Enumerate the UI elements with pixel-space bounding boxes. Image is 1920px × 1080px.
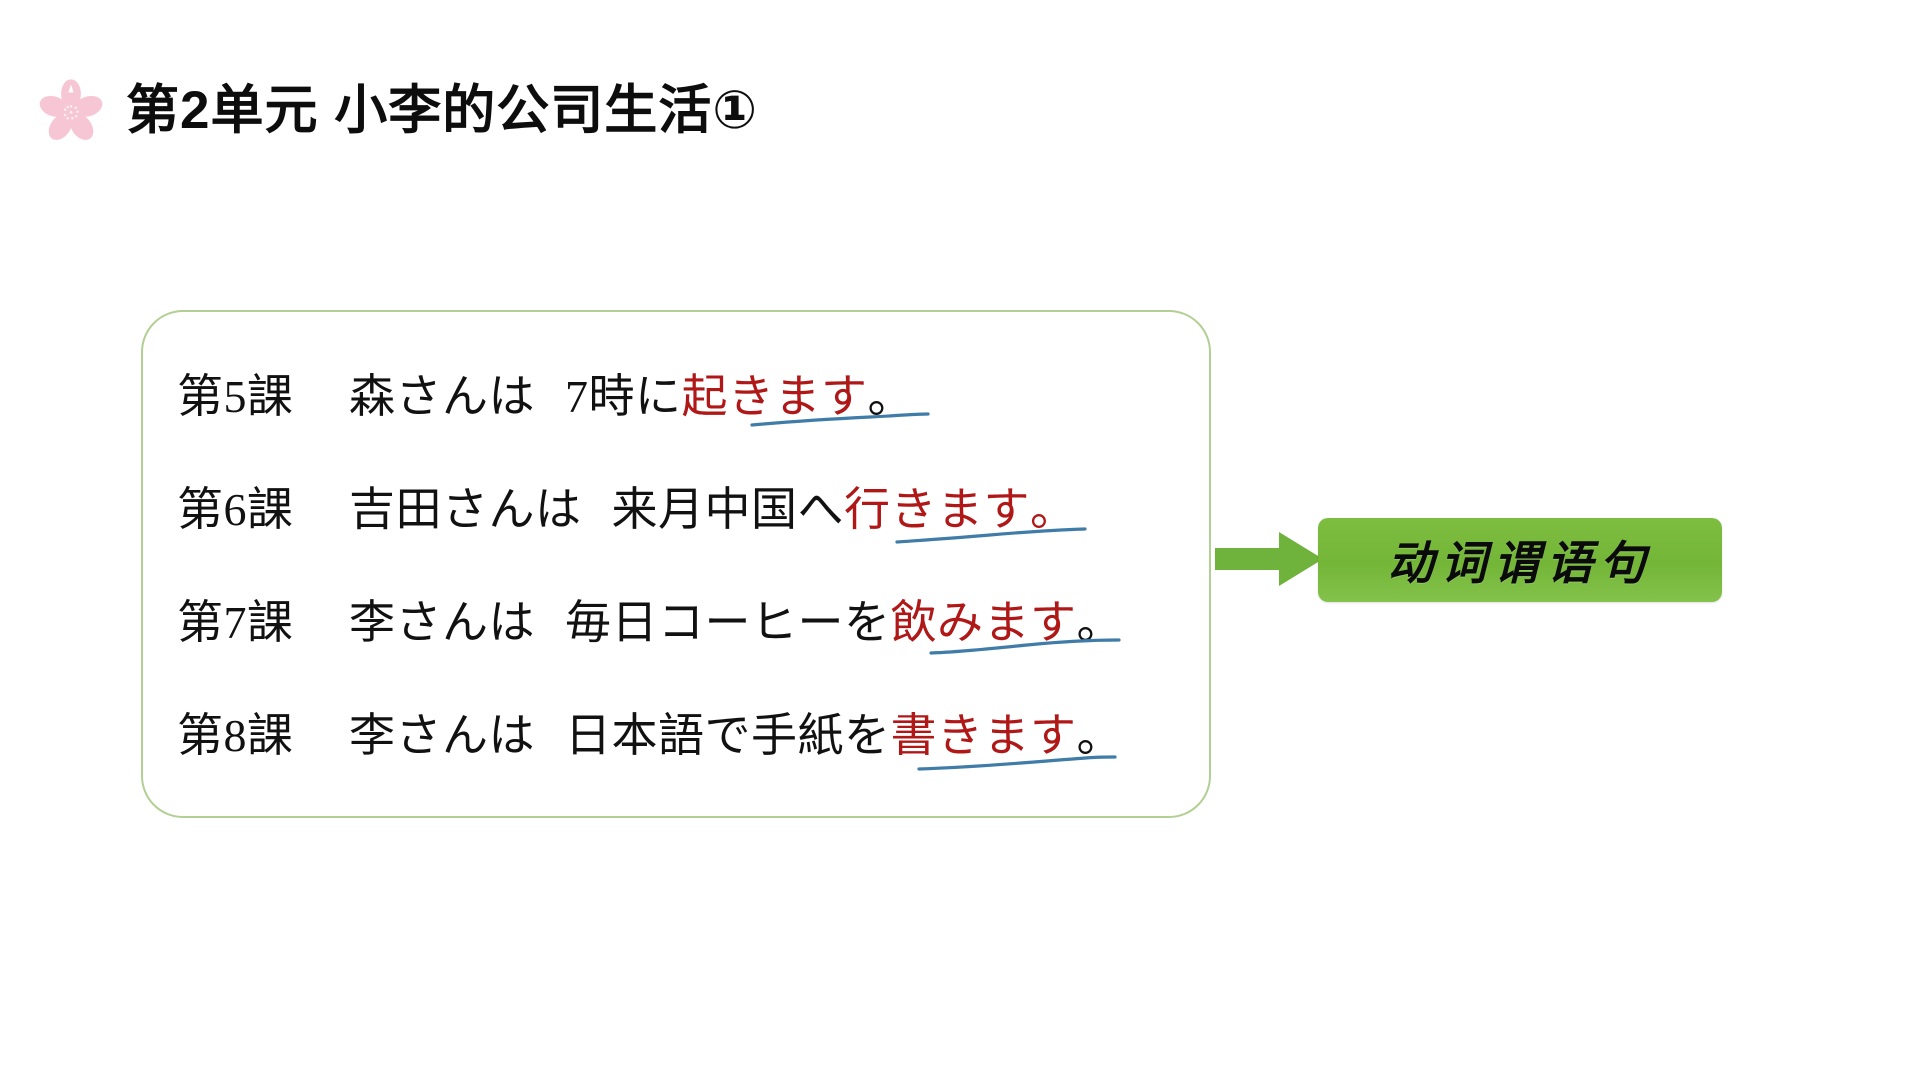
sentence-period: 。 <box>1030 483 1077 535</box>
sentence-list: 第5課 森さんは 7時に 起きます 。 第6課 吉田さんは 来月中国へ 行きます… <box>177 336 1199 788</box>
lesson-label: 第6課 <box>177 483 294 535</box>
right-arrow-icon <box>1215 528 1325 590</box>
sentence-row: 第5課 森さんは 7時に 起きます 。 <box>177 336 1199 449</box>
grammar-callout-box: 动词谓语句 <box>1318 518 1722 602</box>
sentence-middle: 日本語で手紙を <box>565 709 891 761</box>
lesson-label: 第7課 <box>177 596 294 648</box>
sentence-subject: 李さんは <box>349 596 535 648</box>
lesson-label: 第8課 <box>177 709 294 761</box>
sentence-middle: 毎日コーヒーを <box>565 596 891 648</box>
sentence-verb: 書きます <box>890 709 1077 761</box>
sentence-period: 。 <box>867 370 914 422</box>
sentence-row: 第8課 李さんは 日本語で手紙を 書きます 。 <box>177 675 1199 788</box>
sentence-verb: 起きます <box>681 370 868 422</box>
page-title: 第2单元 小李的公司生活① <box>126 80 759 140</box>
sentence-panel: 第5課 森さんは 7時に 起きます 。 第6課 吉田さんは 来月中国へ 行きます… <box>141 310 1211 818</box>
sentence-verb: 行きます <box>844 483 1030 535</box>
sentence-subject: 李さんは <box>349 709 535 761</box>
sentence-period: 。 <box>1076 709 1123 761</box>
sentence-row: 第7課 李さんは 毎日コーヒーを 飲みます 。 <box>177 562 1199 675</box>
page-header: 第2单元 小李的公司生活① <box>38 78 758 144</box>
sentence-row: 第6課 吉田さんは 来月中国へ 行きます 。 <box>177 449 1199 562</box>
sentence-subject: 吉田さんは <box>349 483 582 535</box>
sentence-subject: 森さんは <box>349 370 535 422</box>
sakura-flower-icon <box>38 78 104 144</box>
sentence-middle: 7時に <box>565 370 682 422</box>
sentence-verb: 飲みます <box>890 596 1077 648</box>
callout-label: 动词谓语句 <box>1387 538 1653 589</box>
sentence-period: 。 <box>1076 596 1123 648</box>
lesson-label: 第5課 <box>177 370 294 422</box>
sentence-middle: 来月中国へ <box>611 483 844 535</box>
